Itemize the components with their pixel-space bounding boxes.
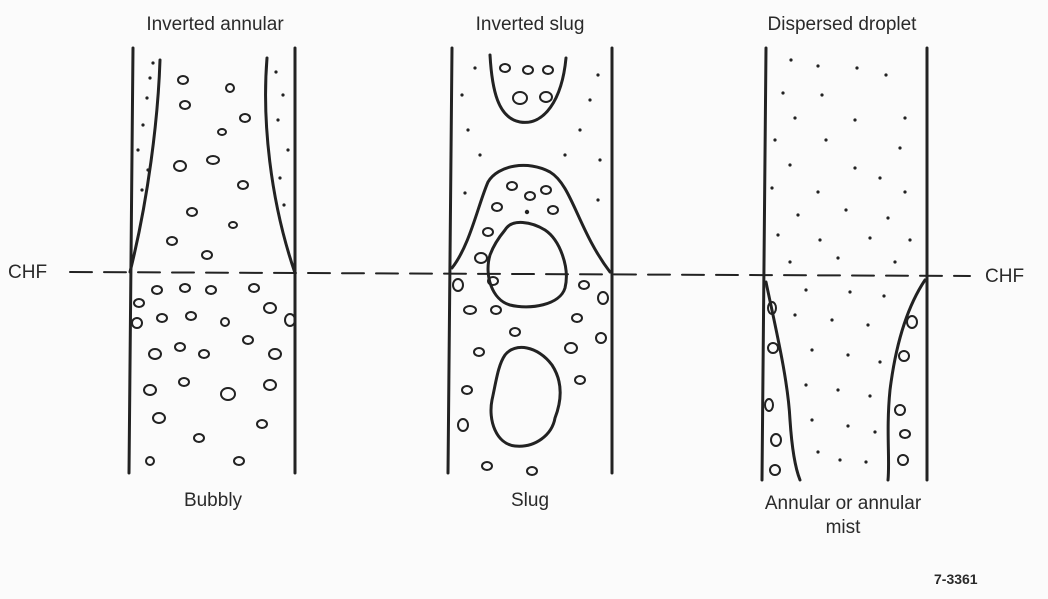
panel-1-left-film [130,60,160,272]
panel-2-left-wall [448,48,452,473]
droplets [136,58,911,463]
panel-2-vapor-slug-2 [491,347,560,446]
chf-line [70,272,970,276]
bubbles [132,64,917,475]
panel-2-vapor-slug-1 [488,222,566,306]
panel-3-left-film [766,282,800,480]
panel-1-right-film [266,58,295,273]
panel-3-right-film [888,280,925,480]
panel-3-left-wall [762,48,766,480]
